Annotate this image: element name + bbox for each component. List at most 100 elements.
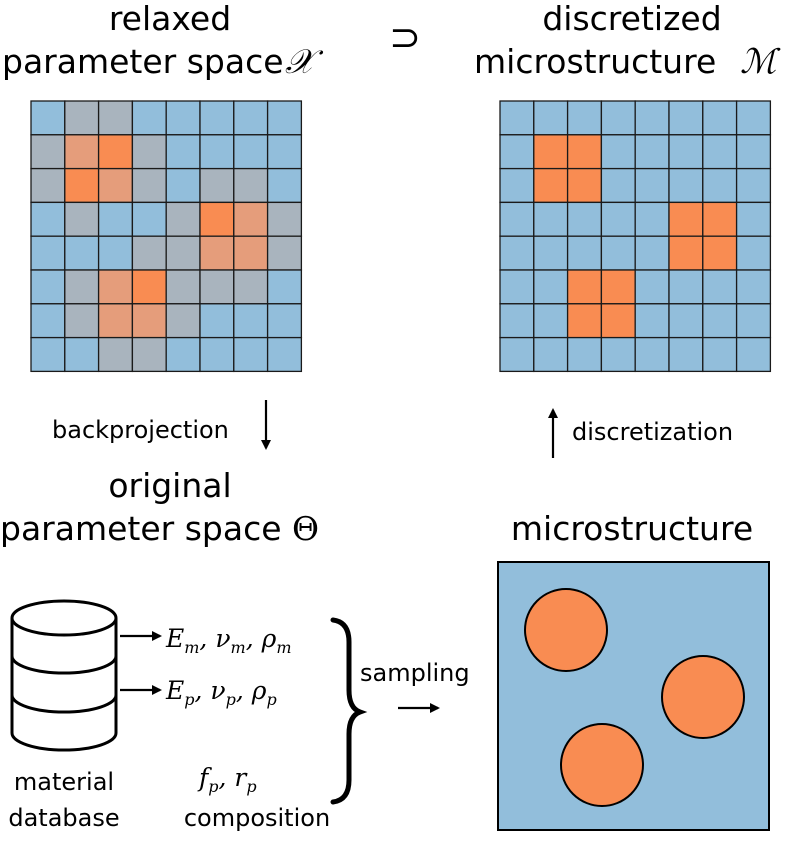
grid-cell <box>634 269 670 305</box>
matrix-parameters: Em, νm, ρm <box>165 624 291 657</box>
grid-cell <box>30 235 66 271</box>
discretized-microstructure-grid <box>499 100 772 373</box>
grid-cell <box>64 100 100 136</box>
grid-cell <box>199 100 235 136</box>
composition-label: composition <box>184 804 330 832</box>
grid-cell <box>735 303 772 339</box>
grid-cell <box>634 100 670 136</box>
grid-cell <box>533 167 569 204</box>
grid-cell <box>499 201 535 237</box>
grid-cell <box>30 134 66 170</box>
grid-cell <box>165 235 201 271</box>
grid-cell <box>97 235 134 271</box>
grid-cell <box>165 134 201 170</box>
particle-2 <box>661 655 745 739</box>
relaxed-symbol: 𝒳 <box>285 42 324 82</box>
grid-cell <box>566 269 603 305</box>
database-label-line2: database <box>8 804 119 832</box>
grid-cell <box>499 235 535 271</box>
microstructure-title: microstructure <box>511 509 753 548</box>
grid-cell <box>735 167 772 204</box>
grid-cell <box>30 167 66 204</box>
grid-cell <box>702 336 738 373</box>
grid-cell <box>566 201 603 237</box>
grid-cell <box>600 201 636 237</box>
grid-cell <box>199 167 235 204</box>
discretized-title-line2: microstructure <box>474 42 716 81</box>
original-symbol: Θ <box>292 509 319 548</box>
grid-cell <box>233 303 269 339</box>
grid-cell <box>702 100 738 136</box>
grid-cell <box>131 167 167 204</box>
grid-cell <box>131 134 167 170</box>
grid-cell <box>668 167 704 204</box>
database-label-line1: material <box>14 768 114 796</box>
grid-cell <box>266 100 303 136</box>
grid-cell <box>131 303 167 339</box>
grid-cell <box>735 134 772 170</box>
grid-cell <box>668 269 704 305</box>
grid-cell <box>64 134 100 170</box>
grid-cell <box>668 303 704 339</box>
backprojection-label: backprojection <box>52 416 229 444</box>
original-title-line1: original <box>108 466 231 505</box>
grid-cell <box>199 235 235 271</box>
grid-cell <box>64 336 100 373</box>
grid-cell <box>735 100 772 136</box>
grid-cell <box>97 134 134 170</box>
grid-cell <box>533 336 569 373</box>
grid-cell <box>735 336 772 373</box>
grid-cell <box>266 201 303 237</box>
grid-cell <box>97 100 134 136</box>
grid-cell <box>131 235 167 271</box>
particle-parameters: Ep, νp, ρp <box>165 676 277 709</box>
grid-cell <box>600 303 636 339</box>
grid-cell <box>735 269 772 305</box>
grid-cell <box>97 303 134 339</box>
grid-cell <box>499 134 535 170</box>
grid-cell <box>97 201 134 237</box>
grid-cell <box>668 201 704 237</box>
grid-cell <box>634 336 670 373</box>
grid-cell <box>30 100 66 136</box>
grid-cell <box>266 134 303 170</box>
grid-cell <box>266 336 303 373</box>
particle-1 <box>524 588 608 672</box>
grid-cell <box>735 235 772 271</box>
grid-cell <box>131 201 167 237</box>
grid-cell <box>165 269 201 305</box>
grid-cell <box>165 100 201 136</box>
superset-symbol: ⊃ <box>389 15 421 59</box>
grid-cell <box>600 269 636 305</box>
grid-cell <box>600 134 636 170</box>
grid-cell <box>566 303 603 339</box>
grid-cell <box>165 167 201 204</box>
grid-cell <box>64 167 100 204</box>
relaxed-title-line1: relaxed <box>109 0 231 38</box>
grid-cell <box>634 201 670 237</box>
grid-cell <box>702 269 738 305</box>
grid-cell <box>199 134 235 170</box>
grid-cell <box>233 100 269 136</box>
discretized-symbol: ℳ <box>740 42 781 82</box>
grid-cell <box>533 100 569 136</box>
grid-cell <box>533 269 569 305</box>
grid-cell <box>566 134 603 170</box>
grid-cell <box>499 303 535 339</box>
grid-cell <box>600 235 636 271</box>
composition-parameters: fp, rp <box>197 763 257 796</box>
grid-cell <box>165 201 201 237</box>
grid-cell <box>233 134 269 170</box>
grid-cell <box>668 100 704 136</box>
grid-cell <box>64 269 100 305</box>
grid-cell <box>533 134 569 170</box>
grid-cell <box>233 201 269 237</box>
grid-cell <box>499 100 535 136</box>
grid-cell <box>702 235 738 271</box>
grid-cell <box>600 100 636 136</box>
curly-brace <box>330 617 368 805</box>
grid-cell <box>702 303 738 339</box>
grid-cell <box>233 167 269 204</box>
original-title-line2: parameter space <box>0 509 282 548</box>
